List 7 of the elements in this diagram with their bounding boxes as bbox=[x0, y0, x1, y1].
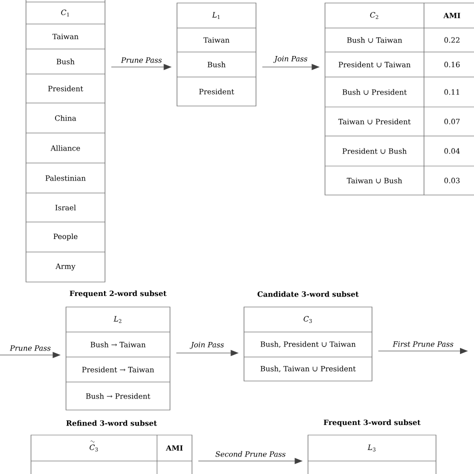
table bbox=[26, 0, 106, 282]
table bbox=[176, 2, 256, 106]
table bbox=[30, 420, 192, 474]
table bbox=[244, 291, 372, 382]
table bbox=[324, 2, 474, 196]
table bbox=[308, 419, 436, 474]
table bbox=[66, 290, 170, 410]
